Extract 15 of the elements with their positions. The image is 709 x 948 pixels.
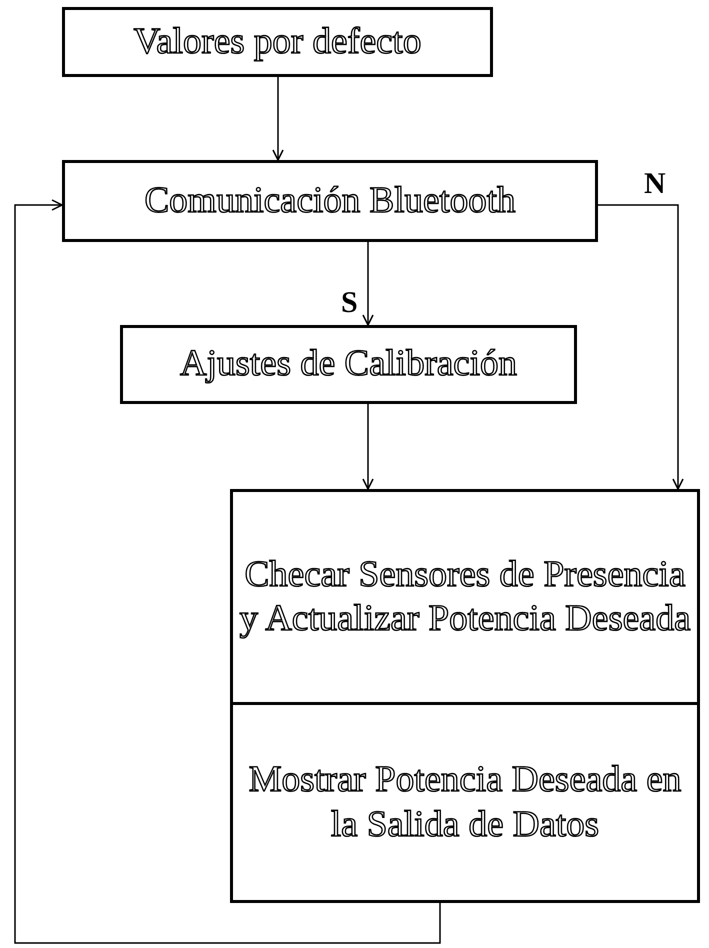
arrow [272, 77, 284, 161]
arrow [598, 204, 684, 490]
box-label: Valores por defecto [134, 20, 422, 64]
process-box [230, 489, 700, 705]
process-box [62, 7, 493, 77]
arrow [14, 199, 441, 944]
arrow [362, 404, 374, 490]
process-box [230, 702, 700, 903]
box-label: Comunicación Bluetooth [144, 178, 516, 223]
arrow [362, 242, 374, 326]
process-box [120, 325, 577, 404]
box-label: Checar Sensores de Presencia y Actualizar Potencia Deseada [238, 552, 692, 641]
process-box [62, 160, 598, 242]
box-label: Mostrar Potencia Deseada en la Salida de Datos [248, 758, 682, 846]
box-label: Ajustes de Calibración [180, 342, 518, 386]
